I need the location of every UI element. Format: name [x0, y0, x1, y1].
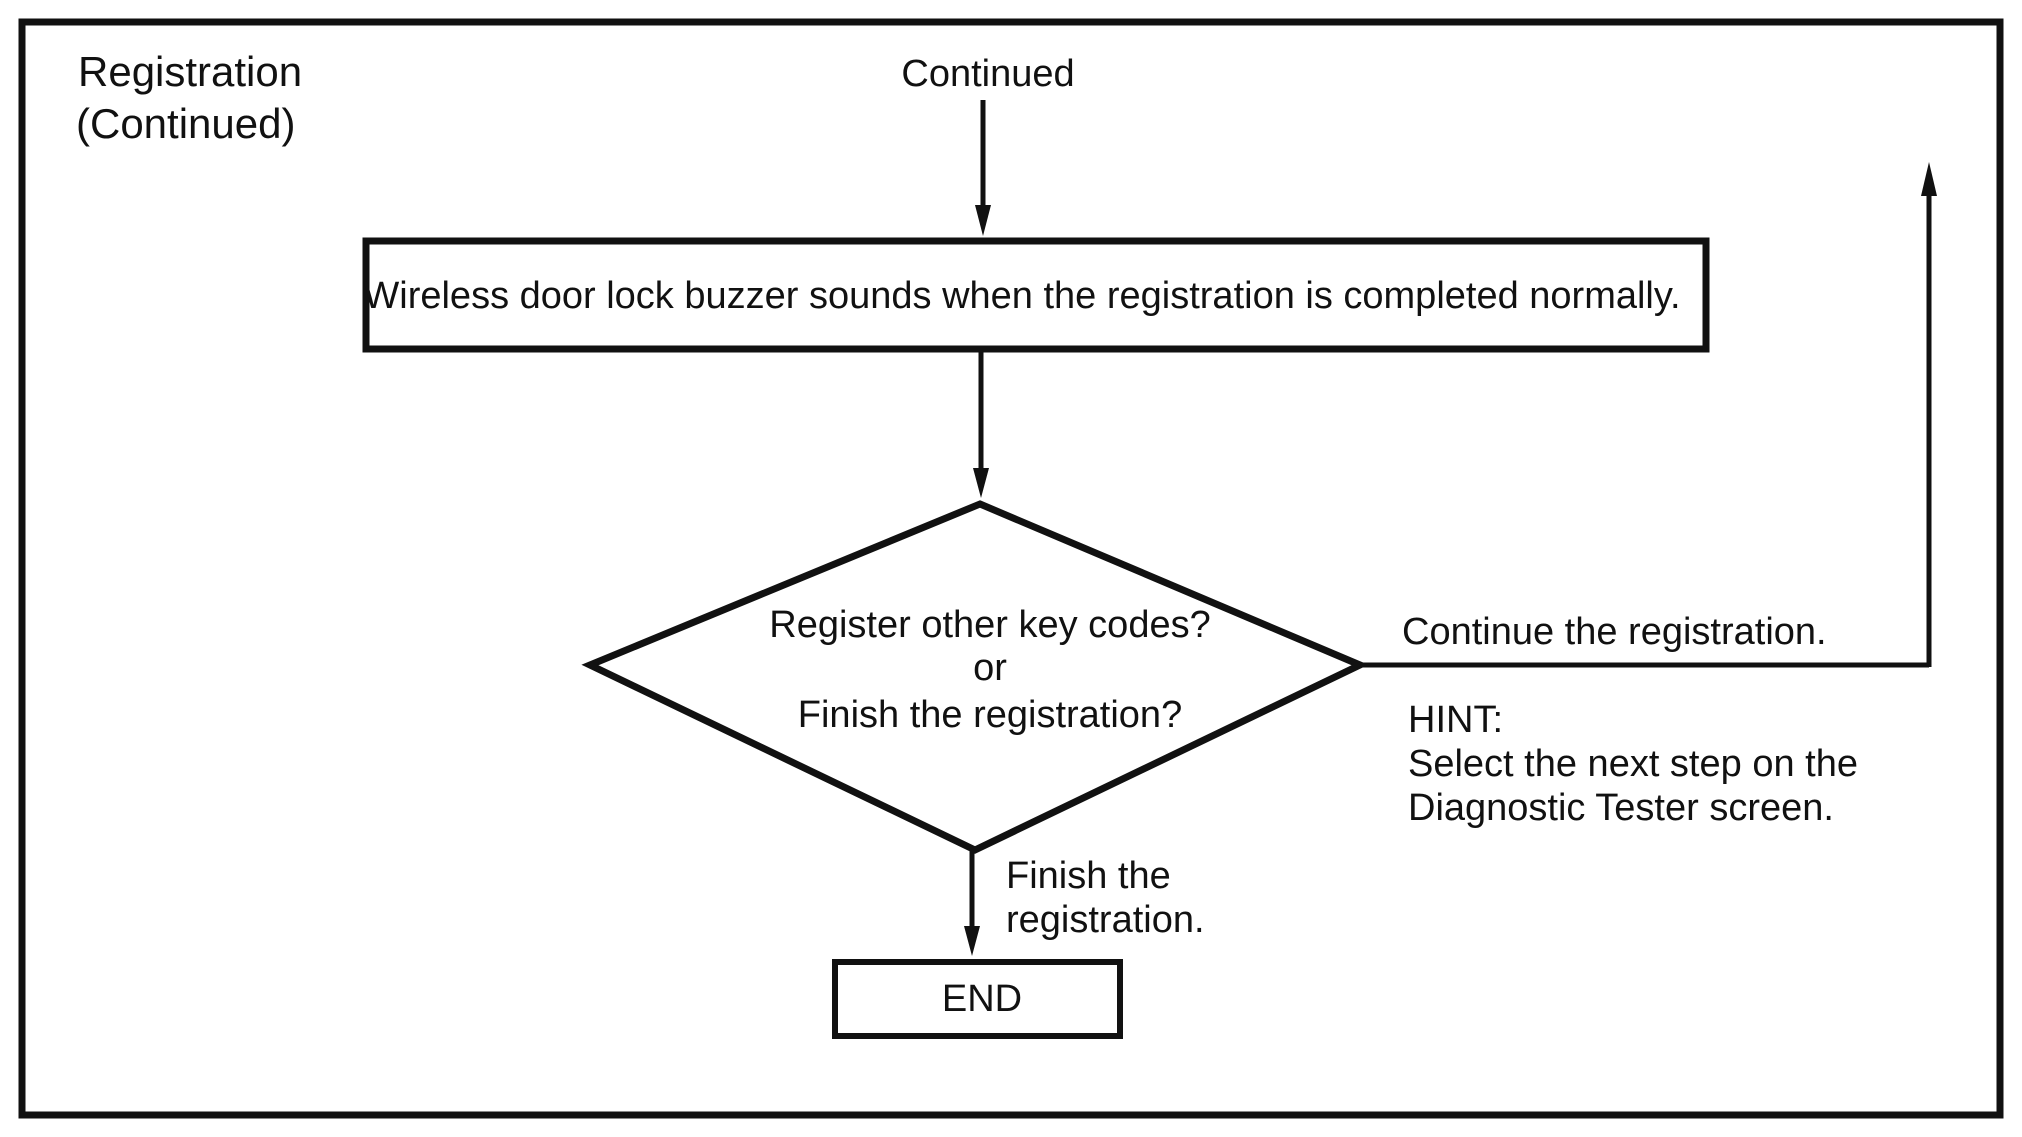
- decision-line-2: or: [973, 647, 1007, 689]
- decision-line-1: Register other key codes?: [769, 604, 1210, 646]
- arrowhead-down-icon: [975, 205, 991, 236]
- section-subtitle: (Continued): [76, 100, 295, 147]
- arrowhead-down-icon: [964, 926, 980, 956]
- finish-branch-label-line-2: registration.: [1006, 899, 1205, 941]
- hint-line-1: Select the next step on the: [1408, 743, 1858, 785]
- finish-branch-label-line-1: Finish the: [1006, 855, 1171, 897]
- continued-connector-label: Continued: [901, 53, 1074, 95]
- arrowhead-down-icon: [973, 468, 989, 498]
- continue-branch-label: Continue the registration.: [1402, 611, 1827, 653]
- end-label: END: [942, 978, 1022, 1020]
- decision-line-3: Finish the registration?: [798, 694, 1182, 736]
- end-box: [832, 959, 1123, 1039]
- outer-frame: [18, 18, 2004, 1119]
- section-title: Registration: [78, 48, 302, 95]
- process-step-text: Wireless door lock buzzer sounds when th…: [363, 275, 1680, 317]
- hint-line-2: Diagnostic Tester screen.: [1408, 787, 1834, 829]
- process-step-box: [362, 237, 1710, 353]
- arrowhead-up-icon: [1921, 162, 1937, 196]
- decision-diamond: [581, 500, 1369, 854]
- hint-label: HINT:: [1408, 699, 1503, 741]
